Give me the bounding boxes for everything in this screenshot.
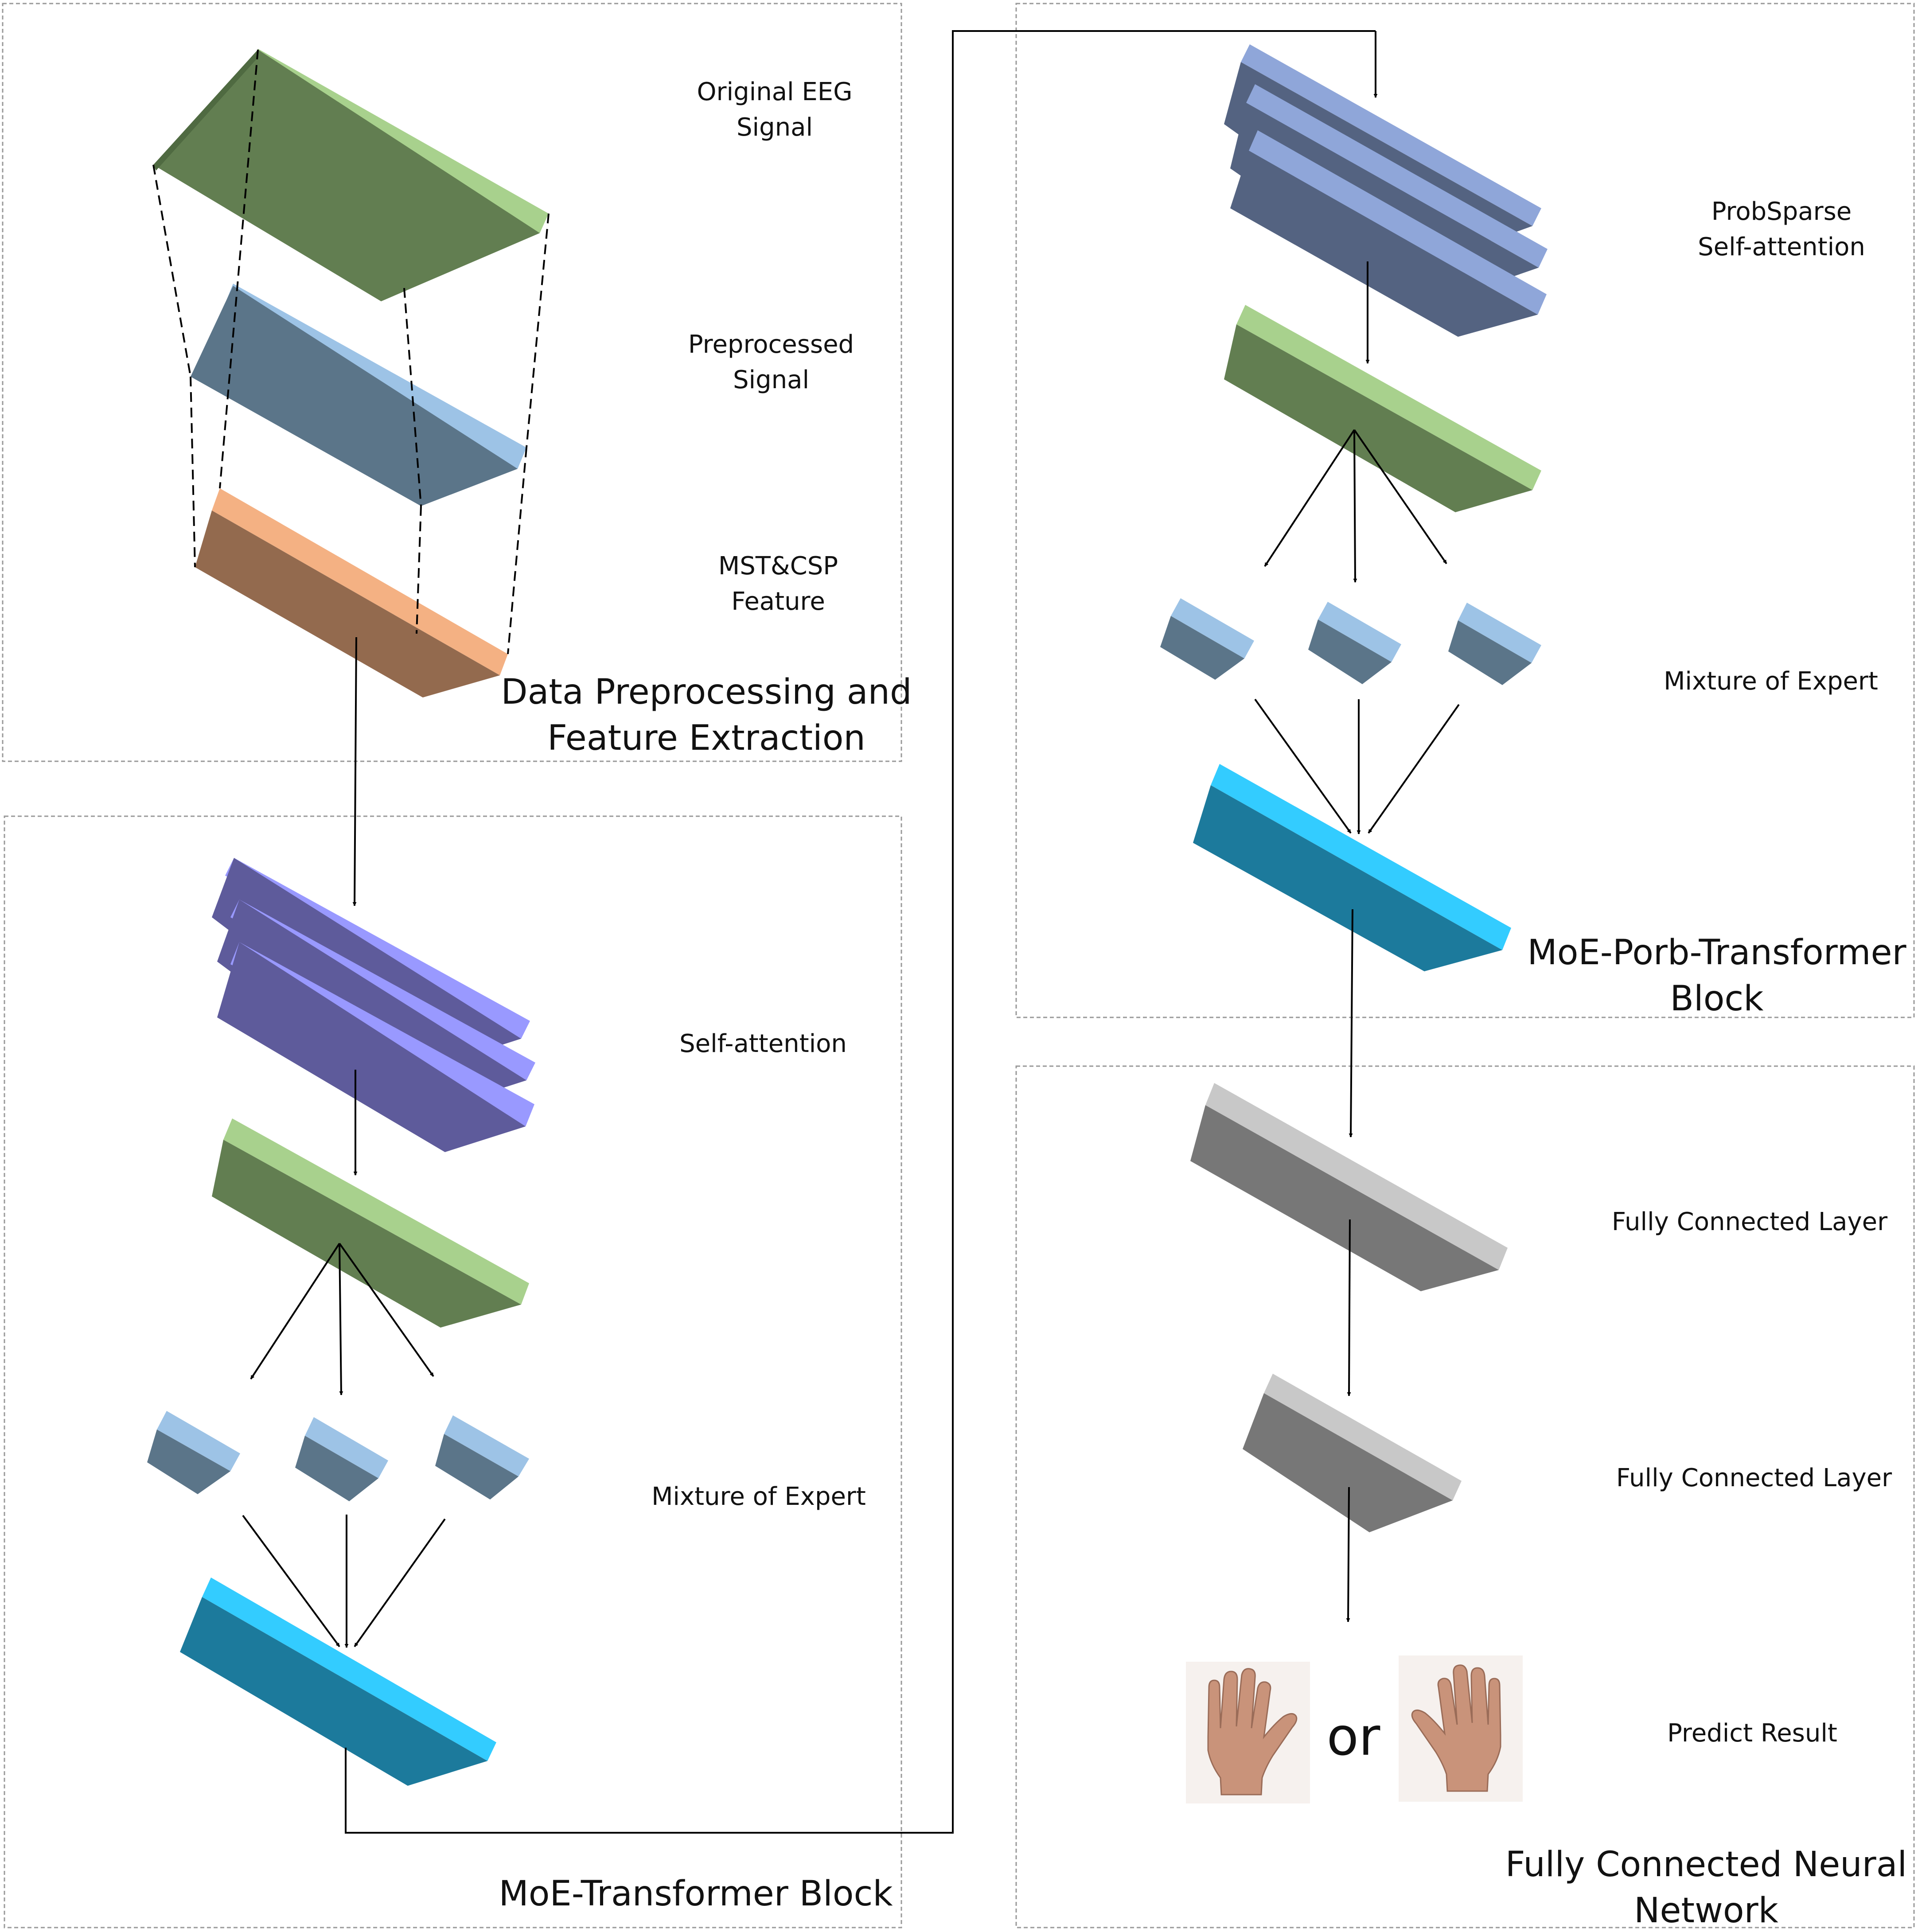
moe-transformer-panel	[4, 815, 902, 1928]
right-hand-icon	[1399, 1655, 1523, 1802]
prob-gate-block	[1224, 305, 1541, 512]
projection-lines	[152, 49, 550, 654]
expert-2-block	[295, 1417, 388, 1501]
probsparse-label-line2: Self-attention	[1698, 233, 1865, 261]
probsparse-label-line1: ProbSparse	[1711, 197, 1852, 226]
fc2-label: Fully Connected Layer	[1616, 1464, 1892, 1492]
moe-prob-title-line1: MoE-Porb-Transformer	[1527, 933, 1906, 973]
eeg-label-line1: Original EEG	[697, 78, 852, 106]
self-attention-stack	[212, 858, 535, 1152]
moe-transformer-title: MoE-Transformer Block	[499, 1874, 893, 1914]
prob-expert-2-block	[1308, 602, 1401, 684]
preprocessed-label-line2: Signal	[733, 366, 809, 394]
feature-label-line1: MST&CSP	[718, 552, 838, 580]
prob-output-block	[1193, 764, 1511, 971]
moe-output-block	[180, 1578, 496, 1786]
prob-experts-label: Mixture of Expert	[1664, 667, 1878, 696]
moe-transformer-arrows	[242, 637, 446, 1648]
moe-gate-block	[212, 1118, 529, 1328]
prob-expert-3-block	[1448, 603, 1541, 685]
preprocessed-signal-block	[191, 284, 526, 506]
predict-label: Predict Result	[1667, 1719, 1837, 1748]
fcnn-panel	[1015, 1065, 1915, 1928]
mst-csp-feature-block	[195, 488, 508, 697]
probsparse-attention-stack	[1224, 44, 1548, 337]
feature-label-line2: Feature	[731, 587, 825, 616]
or-label: or	[1327, 1706, 1380, 1767]
moe-prob-arrows	[1254, 261, 1460, 834]
fcnn-title-line2: Network	[1634, 1891, 1778, 1931]
expert-3-block	[435, 1415, 529, 1500]
preprocessing-panel	[2, 3, 902, 762]
left-hand-icon	[1186, 1662, 1310, 1803]
fully-connected-layer-1-block	[1190, 1083, 1508, 1291]
self-attention-label: Self-attention	[679, 1029, 847, 1058]
expert-1-block	[147, 1411, 240, 1494]
fcnn-arrows	[1346, 909, 1353, 1622]
fc1-label: Fully Connected Layer	[1612, 1208, 1888, 1236]
preprocessing-title-line1: Data Preprocessing and	[501, 672, 912, 712]
connector-line	[345, 30, 1378, 1834]
fully-connected-layer-2-block	[1243, 1374, 1462, 1532]
preprocessing-title-line2: Feature Extraction	[547, 718, 865, 758]
prob-expert-1-block	[1160, 598, 1254, 680]
eeg-label-line2: Signal	[737, 113, 813, 142]
preprocessed-label-line1: Preprocessed	[688, 330, 854, 359]
fcnn-title-line1: Fully Connected Neural	[1505, 1845, 1907, 1885]
moe-prob-title-line2: Block	[1670, 979, 1764, 1019]
moe-prob-panel	[1015, 3, 1915, 1018]
moe-experts-label: Mixture of Expert	[651, 1482, 866, 1511]
eeg-signal-block	[153, 49, 549, 301]
